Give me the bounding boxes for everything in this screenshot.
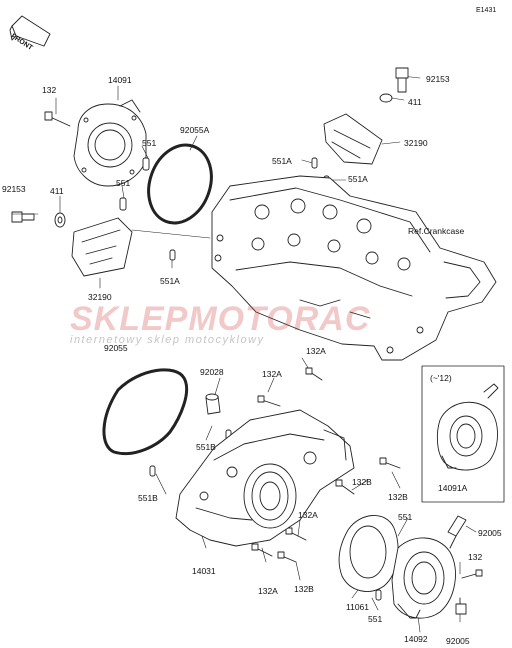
front-arrow-icon [9, 15, 51, 47]
plug-assembly-left [11, 211, 133, 277]
watermark-brand: SKLEPMOTORAC [70, 300, 371, 338]
part-label-p551A_r1[interactable]: 551A [272, 156, 292, 166]
part-label-p551_d[interactable]: 551 [368, 614, 383, 624]
sprocket-cover-14092 [375, 537, 456, 619]
part-label-p92028[interactable]: 92028 [200, 367, 224, 377]
part-label-p32190_r[interactable]: 32190 [404, 138, 428, 148]
part-label-p132A_m[interactable]: 132A [262, 369, 282, 379]
part-label-p551B_b[interactable]: 551B [138, 493, 158, 503]
part-label-p551_c[interactable]: 551 [398, 512, 413, 522]
part-label-p92055A[interactable]: 92055A [180, 125, 210, 135]
part-label-p132B_c[interactable]: 132B [294, 584, 314, 594]
fitting-92005-top [447, 515, 467, 549]
part-label-p551B_a[interactable]: 551B [196, 442, 216, 452]
inset-frame [421, 365, 505, 503]
gasket-11061 [338, 515, 399, 592]
part-label-p411_l[interactable]: 411 [50, 186, 64, 196]
crankcase [211, 175, 497, 361]
o-ring-92055A [147, 143, 213, 225]
part-label-p411_r[interactable]: 411 [408, 97, 422, 107]
part-label-p132_tl[interactable]: 132 [42, 85, 57, 95]
part-label-p132B_b[interactable]: 132B [388, 492, 408, 502]
part-label-p132B_a[interactable]: 132B [352, 477, 372, 487]
dowel-pins-top [119, 157, 150, 211]
bolts-132A-132B [251, 367, 483, 579]
part-label-p92005_b[interactable]: 92005 [446, 636, 470, 646]
part-label-p32190_l[interactable]: 32190 [88, 292, 112, 302]
part-label-p14031[interactable]: 14031 [192, 566, 216, 576]
spacer-92028 [205, 393, 221, 415]
part-label-p132A_b1[interactable]: 132A [298, 510, 318, 520]
sprocket-cover-top-left [73, 99, 147, 187]
part-label-p14091A[interactable]: 14091A [438, 483, 468, 493]
part-label-p551A_l[interactable]: 551A [160, 276, 180, 286]
part-label-p551_b[interactable]: 551 [116, 178, 131, 188]
watermark-tagline: internetowy sklep motocyklowy [70, 334, 265, 346]
part-label-p132A_b2[interactable]: 132A [258, 586, 278, 596]
bolt-132-top-left [44, 111, 71, 127]
clutch-cover-14031 [175, 409, 355, 547]
dowel-pin-551A-left [169, 249, 176, 261]
part-label-p92153_l[interactable]: 92153 [2, 184, 26, 194]
part-label-p132_r[interactable]: 132 [468, 552, 483, 562]
fitting-92005-bottom [455, 597, 467, 615]
part-label-p14091[interactable]: 14091 [108, 75, 132, 85]
part-label-p132A_t[interactable]: 132A [306, 346, 326, 356]
sprocket-cover-14091A [436, 383, 499, 471]
part-label-p92153_r[interactable]: 92153 [426, 74, 450, 84]
ref-crankcase-note: Ref.Crankcase [408, 226, 465, 236]
part-label-p92005_a[interactable]: 92005 [478, 528, 502, 538]
inset-note: (~'12) [430, 373, 452, 383]
part-label-p14092[interactable]: 14092 [404, 634, 428, 644]
o-ring-92055 [102, 368, 189, 456]
part-label-p11061[interactable]: 11061 [346, 602, 370, 612]
part-label-p92055[interactable]: 92055 [104, 343, 128, 353]
dowel-pin-551B-b [149, 465, 156, 477]
diagram-code: E1431 [476, 7, 497, 14]
plug-assembly-right [311, 67, 409, 187]
part-label-p551_a[interactable]: 551 [142, 138, 157, 148]
part-label-p551A_r2[interactable]: 551A [348, 174, 368, 184]
